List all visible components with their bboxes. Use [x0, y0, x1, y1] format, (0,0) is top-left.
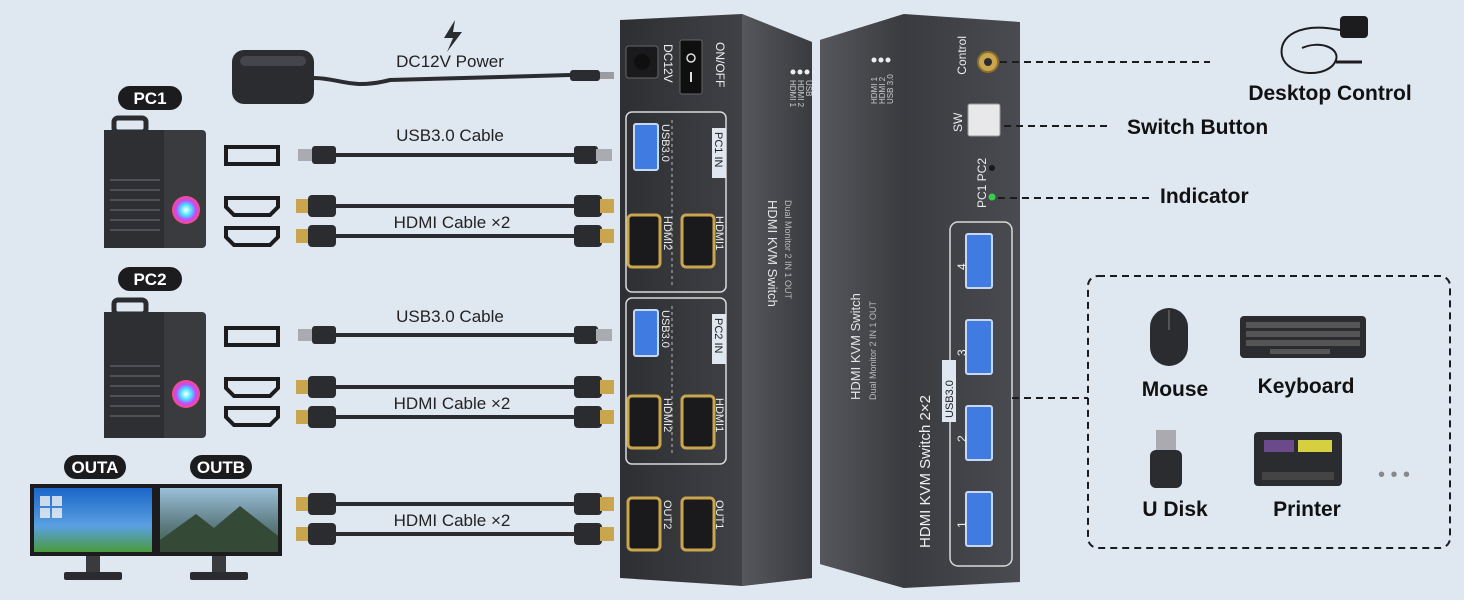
usb-port-icon — [224, 145, 280, 166]
pc2-in-label: PC2 IN — [712, 318, 724, 354]
switch-button[interactable] — [967, 103, 1001, 137]
desktop-control-icon — [1280, 16, 1368, 74]
peripherals-box — [1087, 275, 1451, 549]
usb-port-3[interactable] — [965, 319, 993, 375]
front-product-title: HDMI KVM Switch — [848, 293, 863, 400]
rear-led-hdmi2: HDMI 2 — [796, 80, 805, 108]
more-icon: • • • — [1378, 464, 1410, 486]
pc2-hdmi-cables — [296, 376, 614, 428]
pc2-badge — [118, 267, 182, 291]
monitor-b-icon — [156, 484, 282, 580]
printer-label: Printer — [1273, 498, 1341, 521]
printer-icon — [1254, 432, 1342, 486]
power-label: DC12V Power — [396, 52, 504, 71]
desktop-control-label: Desktop Control — [1248, 82, 1411, 105]
kvm-rear-panel — [620, 14, 812, 586]
pc2-tower-icon — [104, 297, 206, 438]
power-switch-button[interactable] — [679, 39, 703, 95]
port-number-3: 3 — [955, 349, 969, 356]
pc2-hdmi2-port[interactable] — [626, 394, 662, 450]
front-led-hdmi2: HDMI 2 — [878, 76, 887, 104]
mouse-icon — [1150, 308, 1188, 366]
front-usb-badge: USB3.0 — [944, 380, 956, 418]
monitor-a-icon — [30, 484, 156, 580]
pc1-in-label: PC1 IN — [712, 132, 724, 168]
indicator-label: Indicator — [1160, 185, 1249, 208]
usb-port-2[interactable] — [965, 405, 993, 461]
keyboard-icon — [1240, 316, 1366, 358]
switch-button-label: Switch Button — [1127, 116, 1268, 139]
udisk-label: U Disk — [1142, 498, 1208, 521]
front-product-subtitle: Dual Monitor 2 IN 1 OUT — [868, 300, 878, 400]
front-pc-indicator-label: PC1 PC2 — [975, 158, 989, 208]
pc1-badge-label: PC1 — [133, 89, 166, 108]
pc1-hdmi2-label: HDMI2 — [661, 216, 673, 250]
hdmi-port-icon — [224, 226, 280, 247]
port-number-1: 1 — [955, 521, 969, 528]
pc2-hdmi1-port[interactable] — [680, 394, 716, 450]
pc1-indicator-led — [988, 193, 996, 201]
pc1-usb-label: USB3.0 — [659, 124, 671, 162]
out1-label: OUT1 — [713, 500, 725, 529]
pc1-tower-icon — [104, 115, 206, 248]
out2-port[interactable] — [626, 496, 662, 552]
pc1-hdmi-cables — [296, 195, 614, 247]
usb-port-4[interactable] — [965, 233, 993, 289]
rear-switch-label: ON/OFF — [713, 42, 727, 87]
pc2-usb-cable-label: USB3.0 Cable — [396, 307, 504, 326]
out2-label: OUT2 — [661, 500, 673, 529]
front-control-label: Control — [955, 36, 969, 75]
front-led-usb: USB 3.0 — [886, 74, 895, 104]
port-number-4: 4 — [955, 263, 969, 270]
outb-badge-label: OUTB — [197, 458, 245, 477]
output-hdmi-cable-label: HDMI Cable ×2 — [394, 511, 511, 530]
outa-badge — [64, 455, 126, 479]
pc2-hdmi1-label: HDMI1 — [713, 398, 725, 432]
hdmi-port-icon — [224, 377, 280, 398]
pc1-hdmi-cable-label: HDMI Cable ×2 — [394, 213, 511, 232]
port-number-2: 2 — [955, 435, 969, 442]
pc2-usb-label: USB3.0 — [659, 310, 671, 348]
pc2-hdmi2-label: HDMI2 — [661, 398, 673, 432]
keyboard-label: Keyboard — [1258, 375, 1355, 398]
pc1-usb-cable-label: USB3.0 Cable — [396, 126, 504, 145]
pc1-hdmi1-label: HDMI1 — [713, 216, 725, 250]
out1-port[interactable] — [680, 496, 716, 552]
usb-port-1[interactable] — [965, 491, 993, 547]
pc1-hdmi2-port[interactable] — [626, 213, 662, 269]
front-sw-label: SW — [951, 112, 965, 132]
pc1-usb-port[interactable] — [633, 123, 659, 171]
front-product-name: HDMI KVM Switch 2×2 — [917, 395, 934, 548]
udisk-icon — [1150, 430, 1182, 488]
rear-led-hdmi1: HDMI 1 — [788, 80, 797, 108]
hdmi-port-icon — [224, 196, 280, 217]
hdmi-port-icon — [224, 406, 280, 427]
output-hdmi-cables — [296, 493, 614, 545]
outb-badge — [190, 455, 252, 479]
power-adapter — [232, 50, 614, 104]
pc2-usb-port[interactable] — [633, 309, 659, 357]
lightning-icon — [444, 20, 462, 52]
pc1-badge — [118, 86, 182, 110]
outa-badge-label: OUTA — [72, 458, 119, 477]
front-led-hdmi1: HDMI 1 — [870, 76, 879, 104]
pc2-badge-label: PC2 — [133, 270, 166, 289]
rear-led-usb: USB — [804, 80, 813, 96]
rear-product-title: HDMI KVM Switch — [765, 200, 780, 307]
rear-product-subtitle: Dual Monitor 2 IN 1 OUT — [783, 200, 793, 300]
rear-dc-label: DC12V — [661, 44, 675, 83]
pc2-usb-cable — [298, 326, 612, 344]
pc2-indicator-led — [989, 165, 995, 171]
pc1-usb-cable — [298, 146, 612, 164]
mouse-label: Mouse — [1142, 378, 1209, 401]
pc1-hdmi1-port[interactable] — [680, 213, 716, 269]
usb-port-icon — [224, 326, 280, 347]
pc2-hdmi-cable-label: HDMI Cable ×2 — [394, 394, 511, 413]
kvm-front-panel — [820, 14, 1020, 588]
